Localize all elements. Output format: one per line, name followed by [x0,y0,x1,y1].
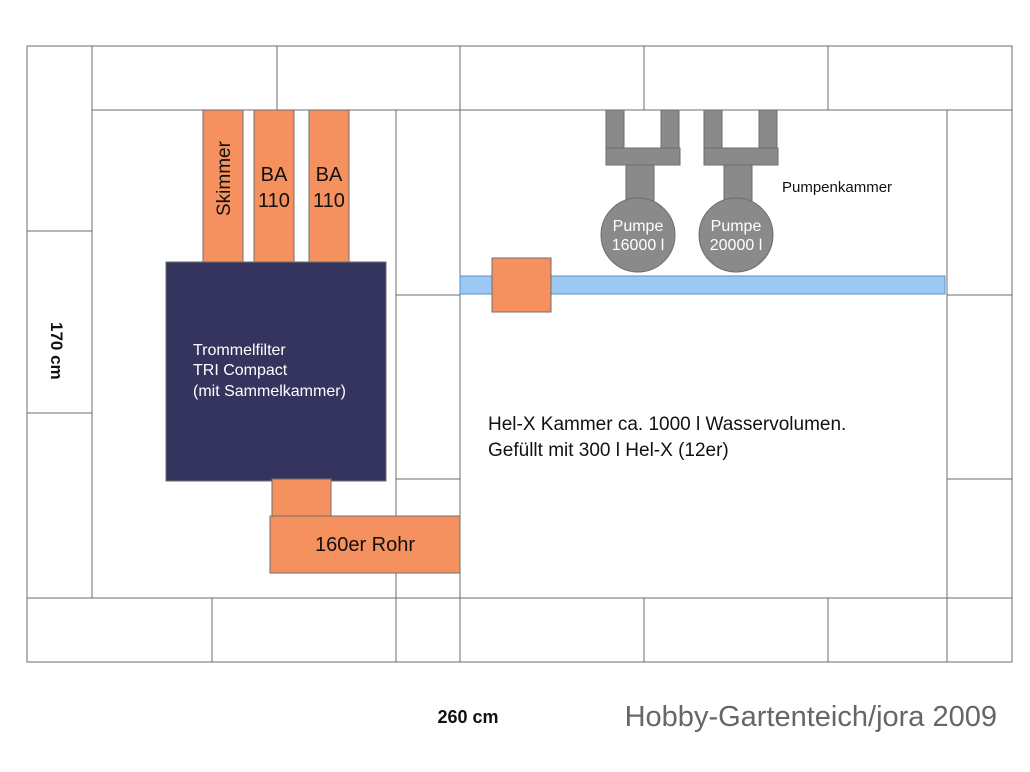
ba-pipe-2 [308,109,350,265]
brick [211,597,397,663]
outlet-pipe [269,515,461,574]
helx-label-line2: Gefüllt mit 300 l Hel-X (12er) [488,440,729,461]
pump-2-label-line1: Pumpe [711,218,762,235]
brick [643,597,829,663]
pump-1-label-line1: Pumpe [613,218,664,235]
ba-pipe-1 [253,109,295,265]
pump-pipe [459,275,946,295]
ba-1-label-line2: 110 [258,190,290,212]
brick [459,597,645,663]
brick [276,45,461,111]
brick [946,478,1013,599]
pump-1-label-line2: 16000 l [612,237,665,254]
pump-chamber-label: Pumpenkammer [782,179,892,196]
credit-text: Hobby-Gartenteich/jora 2009 [625,701,997,733]
brick [827,45,1013,111]
brick [26,597,213,663]
pump-2 [698,109,779,273]
brick [946,109,1013,296]
height-dimension: 170 cm [47,322,66,380]
pump-1 [600,109,681,273]
filter-label-line2: TRI Compact [193,362,288,379]
pipe-label: 160er Rohr [315,534,415,556]
ba-1-label-line1: BA [261,164,288,186]
skimmer-pipe [202,109,244,265]
ba-2-label-line2: 110 [313,190,345,212]
helx-label-line1: Hel-X Kammer ca. 1000 l Wasservolumen. [488,414,846,435]
brick [395,597,461,663]
filter-label-line3: (mit Sammelkammer) [193,383,346,400]
brick [26,230,93,414]
drum-filter [165,261,387,482]
brick [91,45,278,111]
brick [643,45,829,111]
brick [946,294,1013,480]
skimmer-label: Skimmer [214,140,235,216]
filter-label-line1: Trommelfilter [193,342,286,359]
brick [395,109,461,296]
brick [459,45,645,111]
brick [26,412,93,599]
brick [827,597,948,663]
pipe-connector [491,257,552,313]
width-dimension: 260 cm [437,707,498,727]
outlet-pipe-stub [271,478,332,518]
ba-2-label-line1: BA [316,164,343,186]
brick [946,597,1013,663]
pump-2-label-line2: 20000 l [710,237,763,254]
brick [395,294,461,480]
wall-bricks [26,45,1013,663]
brick [26,45,93,232]
